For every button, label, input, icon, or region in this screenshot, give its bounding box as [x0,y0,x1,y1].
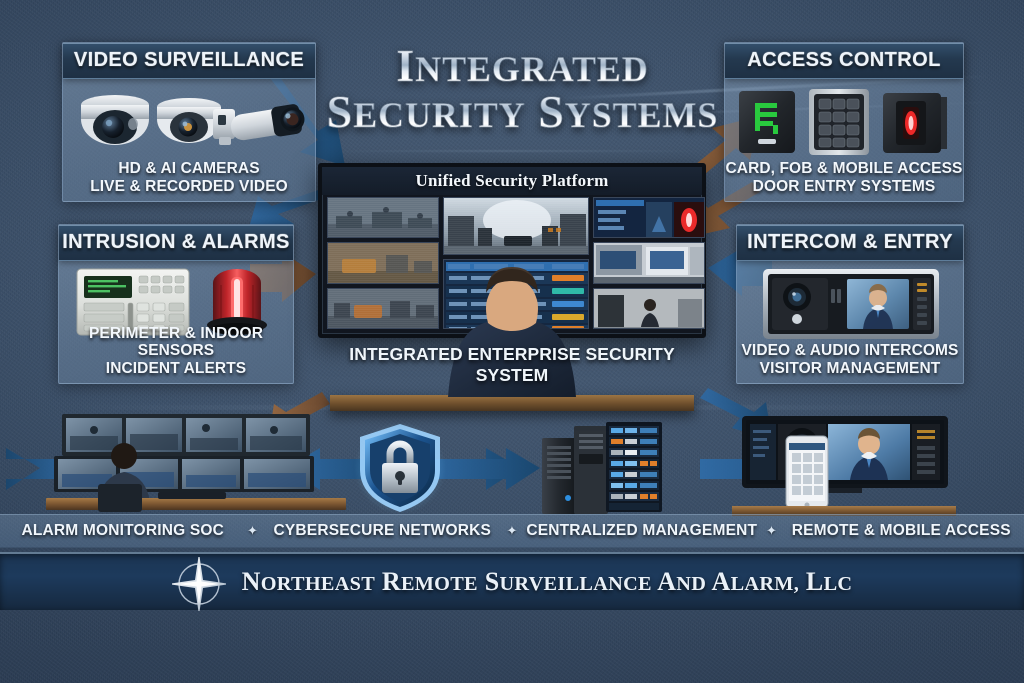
panel-captions-intercom-entry: VIDEO & AUDIO INTERCOMS VISITOR MANAGEME… [737,342,963,377]
alert-status-tile[interactable] [593,197,705,239]
caption-line-2: VISITOR MANAGEMENT [759,359,941,377]
intercom-icon-svg [763,269,939,339]
bottom-label-cybersecure-networks: CYBERSECURE NETWORKS [273,522,492,539]
smartphone [785,435,829,509]
panel-header-access-control: ACCESS CONTROL [725,43,963,79]
panel-access-control[interactable]: ACCESS CONTROL [724,42,964,202]
panel-captions-video-surveillance: HD & AI CAMERAS LIVE & RECORDED VIDEO [63,160,315,195]
video-wall-right-column [593,197,705,329]
panel-header-intercom-entry: INTERCOM & ENTRY [737,225,963,261]
label-separator-icon: ✦ [247,523,258,538]
dome-camera-icon [157,98,221,143]
label-separator-icon: ✦ [506,523,518,538]
camera-feed-tile[interactable] [327,197,439,239]
console-title-text: Unified Security Platform [415,171,609,190]
camera-group-art [63,83,315,161]
panel-intercom-entry[interactable]: INTERCOM & ENTRY [736,224,964,384]
panel-title-access-control: ACCESS CONTROL [747,49,941,71]
video-intercom-icon [763,269,939,339]
alarm-keypad-icon [76,268,190,336]
camera-feed-tile[interactable] [327,242,439,284]
bullet-camera-icon [213,104,305,145]
title-line-2: SECURITY SYSTEMS [326,85,719,137]
main-camera-feed-tile[interactable] [443,197,589,256]
title-line-1: INTEGRATED [325,42,720,89]
console-caption-text: INTEGRATED ENTERPRISE SECURITY SYSTEM [349,344,675,385]
server-rack-icon [542,422,662,514]
console-caption: INTEGRATED ENTERPRISE SECURITY SYSTEM [318,344,706,386]
operator-desk [330,395,694,411]
console-header: Unified Security Platform [322,167,702,195]
caption-line-1: PERIMETER & INDOOR SENSORS [88,324,264,360]
intercom-art [737,265,963,343]
person-feed-tile[interactable] [593,287,705,329]
panel-title-intrusion-alarms: INTRUSION & ALARMS [62,231,290,253]
bottom-label-strip: ALARM MONITORING SOC ✦ CYBERSECURE NETWO… [0,514,1024,548]
visitor-portrait [863,284,893,329]
caption-line-1: HD & AI CAMERAS [118,160,260,178]
tile-remote-mobile-access[interactable] [728,414,960,516]
camera-icons-svg [81,95,305,145]
panel-title-video-surveillance: VIDEO SURVEILLANCE [73,49,305,71]
panel-captions-intrusion-alarms: PERIMETER & INDOOR SENSORS INCIDENT ALER… [59,325,293,377]
tile-cybersecure-networks[interactable] [352,420,448,516]
soc-workstation-icon [46,414,346,512]
keypad-reader-icon [809,89,869,155]
caption-line-2: DOOR ENTRY SYSTEMS [752,177,936,195]
panel-body-intrusion-alarms: PERIMETER & INDOOR SENSORS INCIDENT ALER… [59,261,293,383]
caption-line-1: CARD, FOB & MOBILE ACCESS [725,160,963,178]
shield-padlock-icon [354,422,446,514]
page-title: INTEGRATED SECURITY SYSTEMS [325,42,720,137]
label-separator-icon: ✦ [766,523,777,538]
light-streak [330,150,710,152]
video-wall-left-column [327,197,439,329]
reader-icons-svg [739,89,947,155]
company-footer: NORTHEAST REMOTE SURVEILLANCE AND ALARM,… [0,552,1024,611]
panel-body-access-control: CARD, FOB & MOBILE ACCESS DOOR ENTRY SYS… [725,79,963,201]
alarm-icons-svg [76,268,267,336]
panel-video-surveillance[interactable]: VIDEO SURVEILLANCE [62,42,316,202]
panel-header-intrusion-alarms: INTRUSION & ALARMS [59,225,293,261]
alarm-group-art [59,265,293,343]
bottom-label-alarm-monitoring-soc: ALARM MONITORING SOC [21,522,225,539]
caption-line-2: INCIDENT ALERTS [105,359,247,377]
tile-centralized-management[interactable] [540,418,664,516]
camera-feed-tile[interactable] [327,287,439,329]
panel-intrusion-alarms[interactable]: INTRUSION & ALARMS [58,224,294,384]
person-silhouette [640,298,660,328]
caption-line-2: LIVE & RECORDED VIDEO [90,177,288,195]
bottom-label-centralized-management: CENTRALIZED MANAGEMENT [526,522,758,539]
kiosk-feed-tile[interactable] [593,242,705,284]
monitor-smartphone-icon [732,416,956,516]
company-name: NORTHEAST REMOTE SURVEILLANCE AND ALARM,… [241,567,853,596]
panel-title-intercom-entry: INTERCOM & ENTRY [747,231,953,253]
card-reader-icon [739,91,795,153]
compass-rose-icon [171,557,226,611]
proximity-reader-icon [883,93,947,153]
caption-line-1: VIDEO & AUDIO INTERCOMS [741,342,959,360]
panel-body-video-surveillance: HD & AI CAMERAS LIVE & RECORDED VIDEO [63,79,315,201]
bottom-label-remote-mobile-access: REMOTE & MOBILE ACCESS [791,522,1011,539]
dome-camera-icon [81,95,149,145]
tile-alarm-monitoring-soc[interactable] [46,412,346,512]
reader-group-art [725,83,963,161]
panel-captions-access-control: CARD, FOB & MOBILE ACCESS DOOR ENTRY SYS… [725,160,963,195]
panel-header-video-surveillance: VIDEO SURVEILLANCE [63,43,315,79]
security-operator [448,267,576,397]
panel-body-intercom-entry: VIDEO & AUDIO INTERCOMS VISITOR MANAGEME… [737,261,963,383]
strobe-beacon-icon [207,269,267,335]
